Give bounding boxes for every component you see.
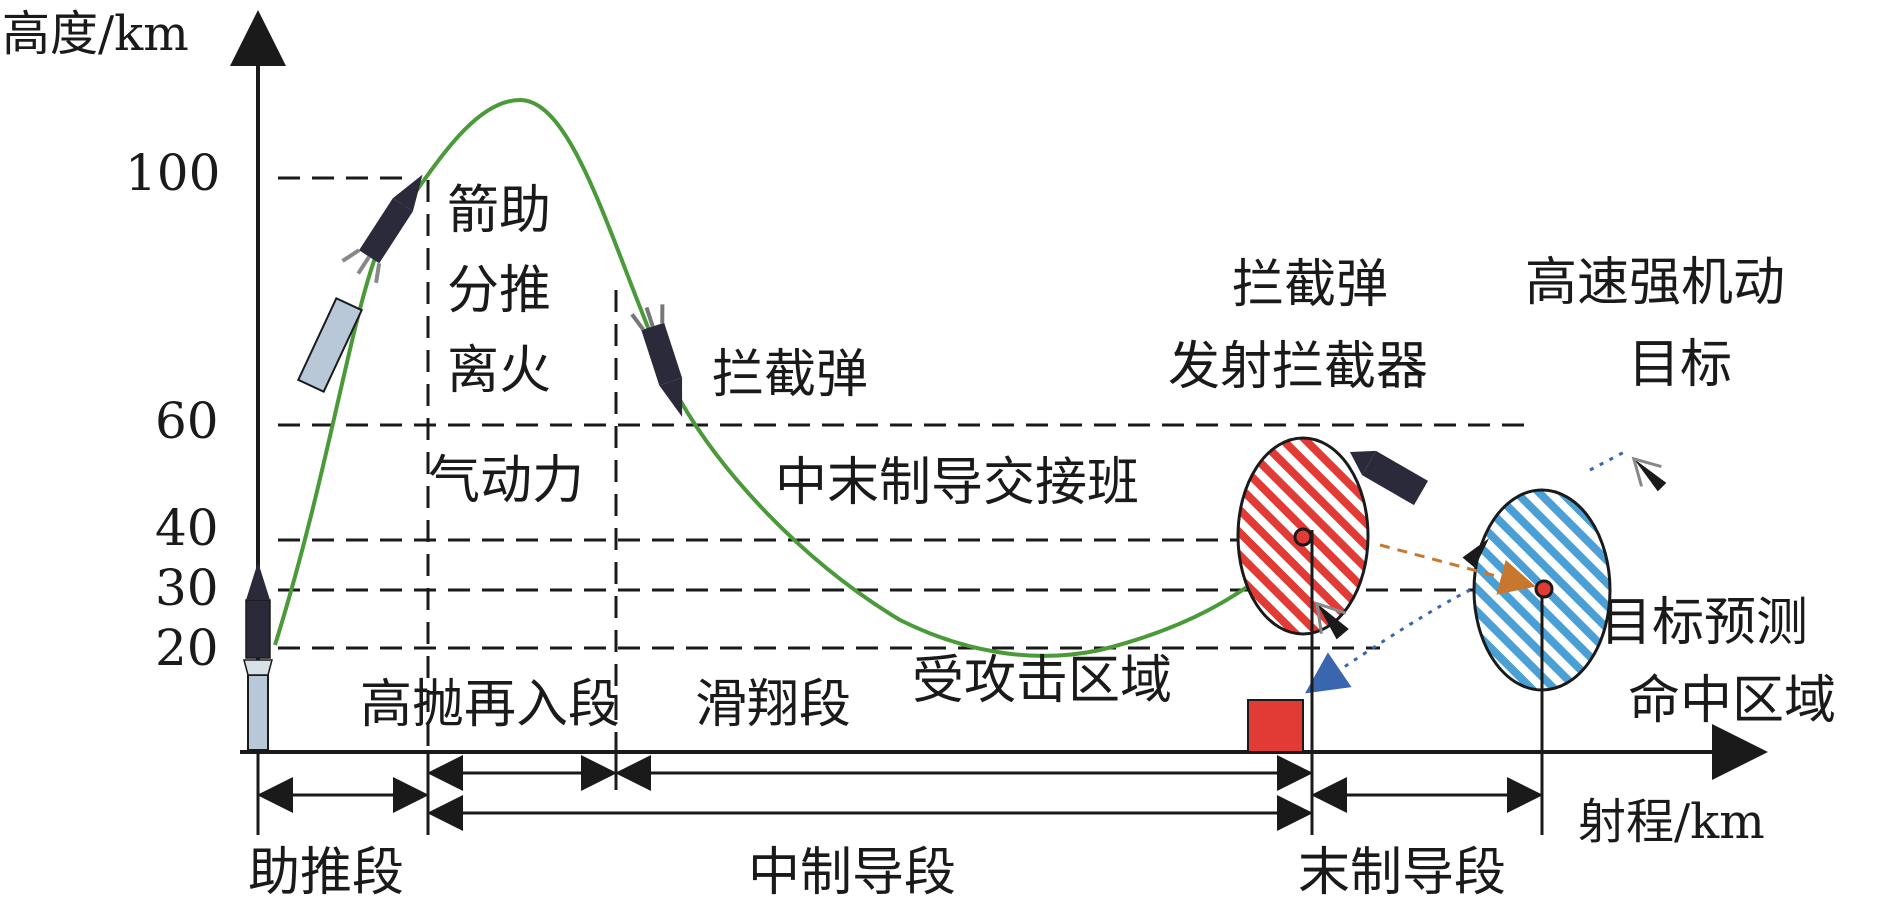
attacked-area-marker bbox=[1247, 699, 1304, 753]
label-launch-line1: 拦截弹 bbox=[1232, 255, 1388, 315]
label-predict-line2: 命中区域 bbox=[1628, 671, 1836, 731]
blue-dotted-arrow-1 bbox=[1589, 448, 1629, 472]
target-vehicle-icon bbox=[1631, 456, 1667, 492]
phase-midcourse: 中制导段 bbox=[748, 843, 956, 903]
descending-interceptor-icon bbox=[630, 304, 683, 417]
label-reentry: 高抛再入段 bbox=[360, 675, 620, 735]
label-aerodynamic: 气动力 bbox=[428, 451, 584, 511]
label-target-line2: 目标 bbox=[1628, 335, 1732, 395]
label-target-line1: 高速强机动 bbox=[1525, 253, 1785, 313]
label-booster-sep-line3: 离火 bbox=[447, 341, 551, 401]
separated-booster-icon bbox=[296, 296, 364, 394]
phase-boost: 助推段 bbox=[248, 843, 404, 903]
handover-orange-arrow bbox=[1379, 543, 1536, 595]
label-launch-line2: 发射拦截器 bbox=[1168, 337, 1428, 397]
y-axis-title: 高度/km bbox=[2, 6, 189, 62]
predicted-hit-point-marker bbox=[1534, 579, 1554, 599]
label-attacked-zone: 受攻击区域 bbox=[912, 651, 1172, 711]
label-interceptor: 拦截弹 bbox=[712, 345, 868, 405]
label-handover: 中末制导交接班 bbox=[775, 453, 1139, 513]
label-glide: 滑翔段 bbox=[695, 675, 851, 735]
y-tick-60: 60 bbox=[155, 392, 219, 450]
y-tick-40: 40 bbox=[155, 499, 219, 557]
label-predict-line1: 目标预测 bbox=[1600, 593, 1808, 653]
interception-point-marker bbox=[1293, 527, 1313, 547]
blue-dotted-arrow-2 bbox=[1305, 588, 1471, 694]
phase-terminal: 末制导段 bbox=[1298, 843, 1506, 903]
ascending-missile-icon bbox=[341, 174, 423, 284]
y-tick-30: 30 bbox=[155, 559, 219, 617]
x-axis-title: 射程/km bbox=[1578, 794, 1765, 850]
y-tick-100: 100 bbox=[125, 144, 220, 202]
second-interceptor-icon bbox=[1315, 601, 1349, 640]
label-booster-sep-line1: 箭助 bbox=[447, 181, 551, 241]
launch-booster-icon bbox=[243, 562, 273, 751]
interceptor-missile-icon bbox=[1349, 450, 1428, 506]
y-tick-20: 20 bbox=[155, 619, 219, 677]
kill-vehicle-icon bbox=[1462, 538, 1490, 568]
label-booster-sep-line2: 分推 bbox=[447, 261, 551, 321]
